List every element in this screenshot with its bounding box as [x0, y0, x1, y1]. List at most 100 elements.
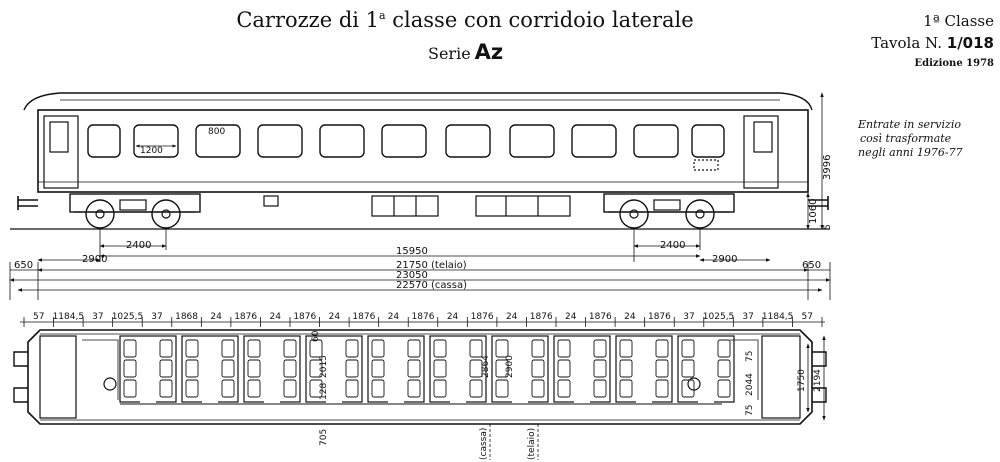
- seat: [221, 339, 235, 358]
- seat: [185, 359, 199, 378]
- seat: [681, 339, 695, 358]
- plan-dim-label: 1876: [412, 312, 435, 322]
- note-line: Entrate in servizio: [858, 118, 961, 131]
- window-width-label: 1200: [140, 146, 163, 156]
- section-cassa: (cassa): [479, 428, 489, 460]
- seat: [681, 379, 695, 398]
- roof-outline: [23, 92, 813, 111]
- side-window: [195, 124, 241, 158]
- seat: [469, 339, 483, 358]
- seat: [619, 379, 633, 398]
- seat: [221, 359, 235, 378]
- edition-label: Edizione 1978: [914, 58, 994, 69]
- side-window: [87, 124, 121, 158]
- seat: [619, 359, 633, 378]
- plan-compartments: [119, 335, 735, 403]
- plan-dim-label: 1868: [175, 312, 198, 322]
- tavola-number: 1/018: [946, 34, 994, 52]
- seat: [495, 379, 509, 398]
- side-dim-a: 2015: [319, 355, 329, 378]
- end-door-left: [43, 115, 79, 189]
- plan-dim-label: 24: [210, 312, 222, 322]
- seat: [717, 379, 731, 398]
- service-note: Entrate in servizio così trasformate neg…: [858, 118, 963, 160]
- end-door-right: [743, 115, 779, 189]
- seat: [283, 379, 297, 398]
- seat: [247, 359, 261, 378]
- seat: [531, 359, 545, 378]
- height-total-label: 3996: [822, 155, 833, 180]
- plan-dim-label: 1876: [589, 312, 612, 322]
- seat: [309, 339, 323, 358]
- end-dim-75b: 75: [745, 405, 755, 416]
- side-dim-b: 128: [319, 383, 329, 400]
- equipment-box: [475, 195, 571, 217]
- compartment: [615, 335, 673, 403]
- seat: [433, 379, 447, 398]
- seat: [123, 339, 137, 358]
- plan-dim-label: 24: [565, 312, 577, 322]
- plan-dim-label: 1184,5: [53, 312, 85, 322]
- plan-dim-label: 1876: [293, 312, 316, 322]
- compartment-width: 2864: [481, 355, 491, 378]
- compartment: [181, 335, 239, 403]
- plan-dim-label: 57: [33, 312, 44, 322]
- seat: [593, 359, 607, 378]
- plan-dim-label: 1876: [352, 312, 375, 322]
- seat: [593, 339, 607, 358]
- width-2194: 2194: [813, 369, 823, 392]
- vestibule-right: [761, 335, 801, 419]
- plan-outline: [27, 329, 813, 425]
- plan-dim-label: 1876: [530, 312, 553, 322]
- compartment: [243, 335, 301, 403]
- plan-dim-label: 24: [506, 312, 518, 322]
- seat: [531, 379, 545, 398]
- window-height-label: 800: [208, 127, 225, 137]
- side-window: [257, 124, 303, 158]
- buffer-right-label: 650: [802, 260, 821, 271]
- plan-dim-label: 57: [801, 312, 812, 322]
- seat: [717, 339, 731, 358]
- seat: [185, 379, 199, 398]
- side-windows: [87, 124, 725, 158]
- plan-dim-label: 37: [92, 312, 103, 322]
- seat: [159, 379, 173, 398]
- overhang-left: 2900: [82, 254, 107, 265]
- seat: [655, 379, 669, 398]
- seat: [433, 339, 447, 358]
- plan-buffers-right: [812, 351, 827, 403]
- overall-length-label: 23050: [396, 270, 428, 281]
- bogie-wheelbase-left: 2400: [126, 240, 151, 251]
- side-window: [445, 124, 491, 158]
- plan-dim-label: 24: [269, 312, 281, 322]
- seat: [185, 339, 199, 358]
- seat: [283, 359, 297, 378]
- car-body: [37, 109, 809, 193]
- plan-dim-labels: 57 1184,5 37 1025,5 37 1868 24 1876 24 1876 24 1876…: [33, 312, 813, 322]
- side-plate: [693, 159, 719, 171]
- plan-dim-label: 1876: [234, 312, 257, 322]
- side-dim-c: 705: [319, 429, 329, 446]
- plan-dim-label: 24: [624, 312, 636, 322]
- width-1750: 1750: [797, 369, 807, 392]
- plan-dim-label: 1876: [471, 312, 494, 322]
- underframe-tank: [263, 195, 279, 207]
- seat: [531, 339, 545, 358]
- seat: [407, 379, 421, 398]
- seat: [371, 379, 385, 398]
- compartment: [677, 335, 735, 403]
- series-code: Az: [474, 40, 504, 64]
- end-dim-2044: 2044: [745, 373, 755, 396]
- plan-dim-label: 1025,5: [112, 312, 144, 322]
- seat: [247, 379, 261, 398]
- seat: [159, 339, 173, 358]
- seat: [681, 359, 695, 378]
- section-telaio: (telaio): [527, 428, 537, 460]
- seat: [345, 379, 359, 398]
- note-line: così trasformate: [860, 132, 952, 145]
- plan-dim-label: 1184,5: [762, 312, 794, 322]
- door-window-right: [753, 121, 773, 153]
- plan-dim-label: 37: [683, 312, 694, 322]
- seat: [593, 379, 607, 398]
- seat: [407, 339, 421, 358]
